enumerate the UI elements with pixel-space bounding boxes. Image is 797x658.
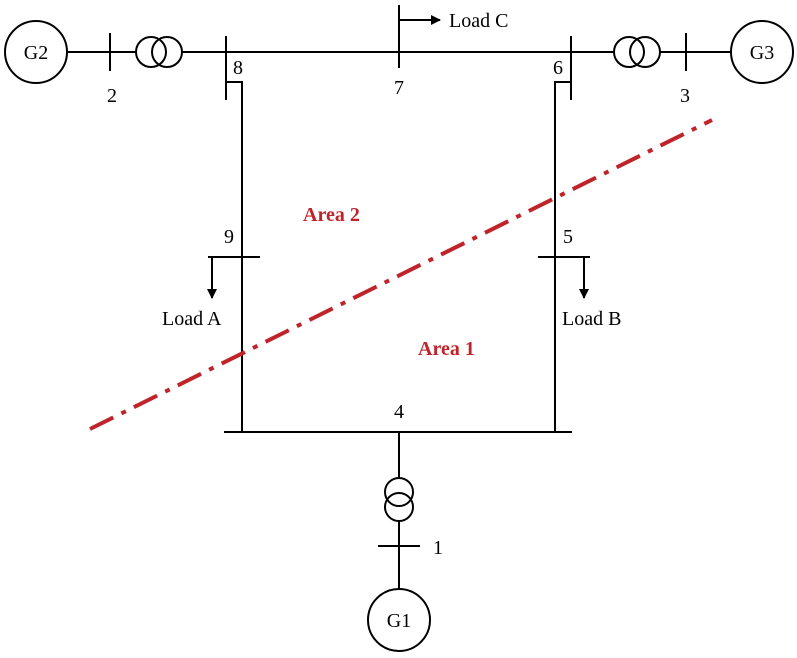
line-bus6-bus4 (554, 81, 571, 432)
generator-g3: G3 (730, 20, 794, 84)
load-a-label: Load A (162, 308, 222, 330)
generator-g2: G2 (4, 20, 68, 84)
bus-3-label: 3 (680, 85, 690, 107)
transformer-winding (384, 477, 414, 507)
generator-circle (367, 588, 431, 652)
bus-8-label: 8 (233, 57, 243, 79)
bus-9-label: 9 (224, 226, 234, 248)
transformer-t1 (384, 477, 414, 522)
area-2-label: Area 2 (303, 204, 360, 226)
line-bus8-bus4 (226, 81, 243, 432)
area-boundary-line (89, 118, 713, 431)
generator-label: G1 (387, 610, 411, 632)
load-b-label: Load B (562, 308, 621, 330)
generator-label: G3 (750, 42, 774, 64)
bus-4-label: 4 (394, 401, 404, 423)
bus-7-label: 7 (394, 77, 404, 99)
generator-label: G2 (24, 42, 48, 64)
transformer-winding (135, 36, 167, 68)
generator-g1: G1 (367, 588, 431, 652)
bus-6-label: 6 (553, 57, 563, 79)
transformer-t3 (613, 36, 661, 68)
transformer-winding (613, 36, 645, 68)
bus-5-label: 5 (563, 226, 573, 248)
bus-2-label: 2 (107, 85, 117, 107)
bus-1-label: 1 (433, 537, 443, 559)
area-1-label: Area 1 (418, 338, 475, 360)
transformer-t2 (135, 36, 183, 68)
generator-circle (730, 20, 794, 84)
load-c-label: Load C (449, 10, 508, 32)
